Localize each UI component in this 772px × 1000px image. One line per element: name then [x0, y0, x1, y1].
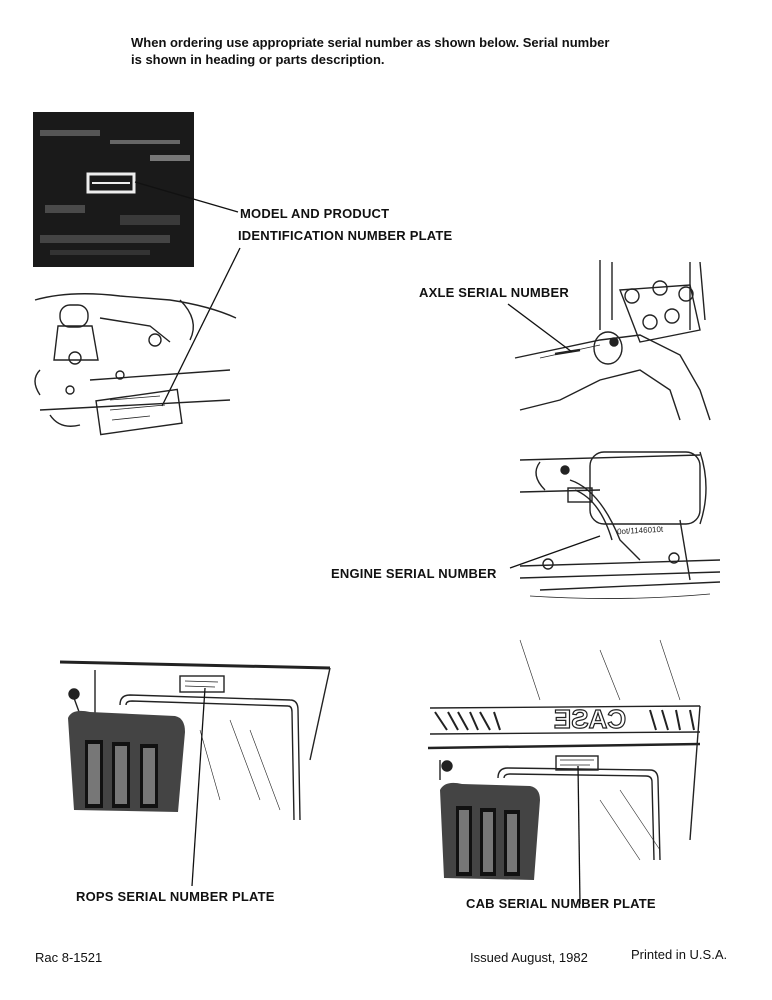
cab-seat: [440, 782, 540, 880]
model-plate-label-line-2: IDENTIFICATION NUMBER PLATE: [238, 228, 453, 243]
cab-brand-text: CASE: [554, 704, 626, 734]
engine-side-drawing: [34, 293, 237, 436]
rops-serial-label: ROPS SERIAL NUMBER PLATE: [76, 889, 275, 904]
axle-serial-label: AXLE SERIAL NUMBER: [419, 285, 569, 300]
rops-drawing: [59, 660, 331, 821]
cab-drawing: [427, 639, 701, 861]
cab-serial-label: CAB SERIAL NUMBER PLATE: [466, 896, 656, 911]
engine-serial-label: ENGINE SERIAL NUMBER: [331, 566, 497, 581]
intro-line-2: is shown in heading or parts description…: [131, 52, 385, 67]
document-number: Rac 8-1521: [35, 950, 103, 965]
issued-date: Issued August, 1982: [470, 950, 588, 965]
intro-line-1: When ordering use appropriate serial num…: [131, 35, 610, 50]
axle-drawing: [514, 260, 711, 421]
engine-tag-text: 0ot/1146010t: [617, 525, 664, 536]
model-plate-label-line-1: MODEL AND PRODUCT: [240, 206, 390, 221]
printed-location: Printed in U.S.A.: [631, 947, 728, 962]
rops-seat: [68, 710, 185, 812]
model-plate-photo: [33, 112, 194, 267]
engine-serial-drawing: [519, 451, 721, 599]
intro-text: When ordering use appropriate serial num…: [131, 34, 651, 68]
